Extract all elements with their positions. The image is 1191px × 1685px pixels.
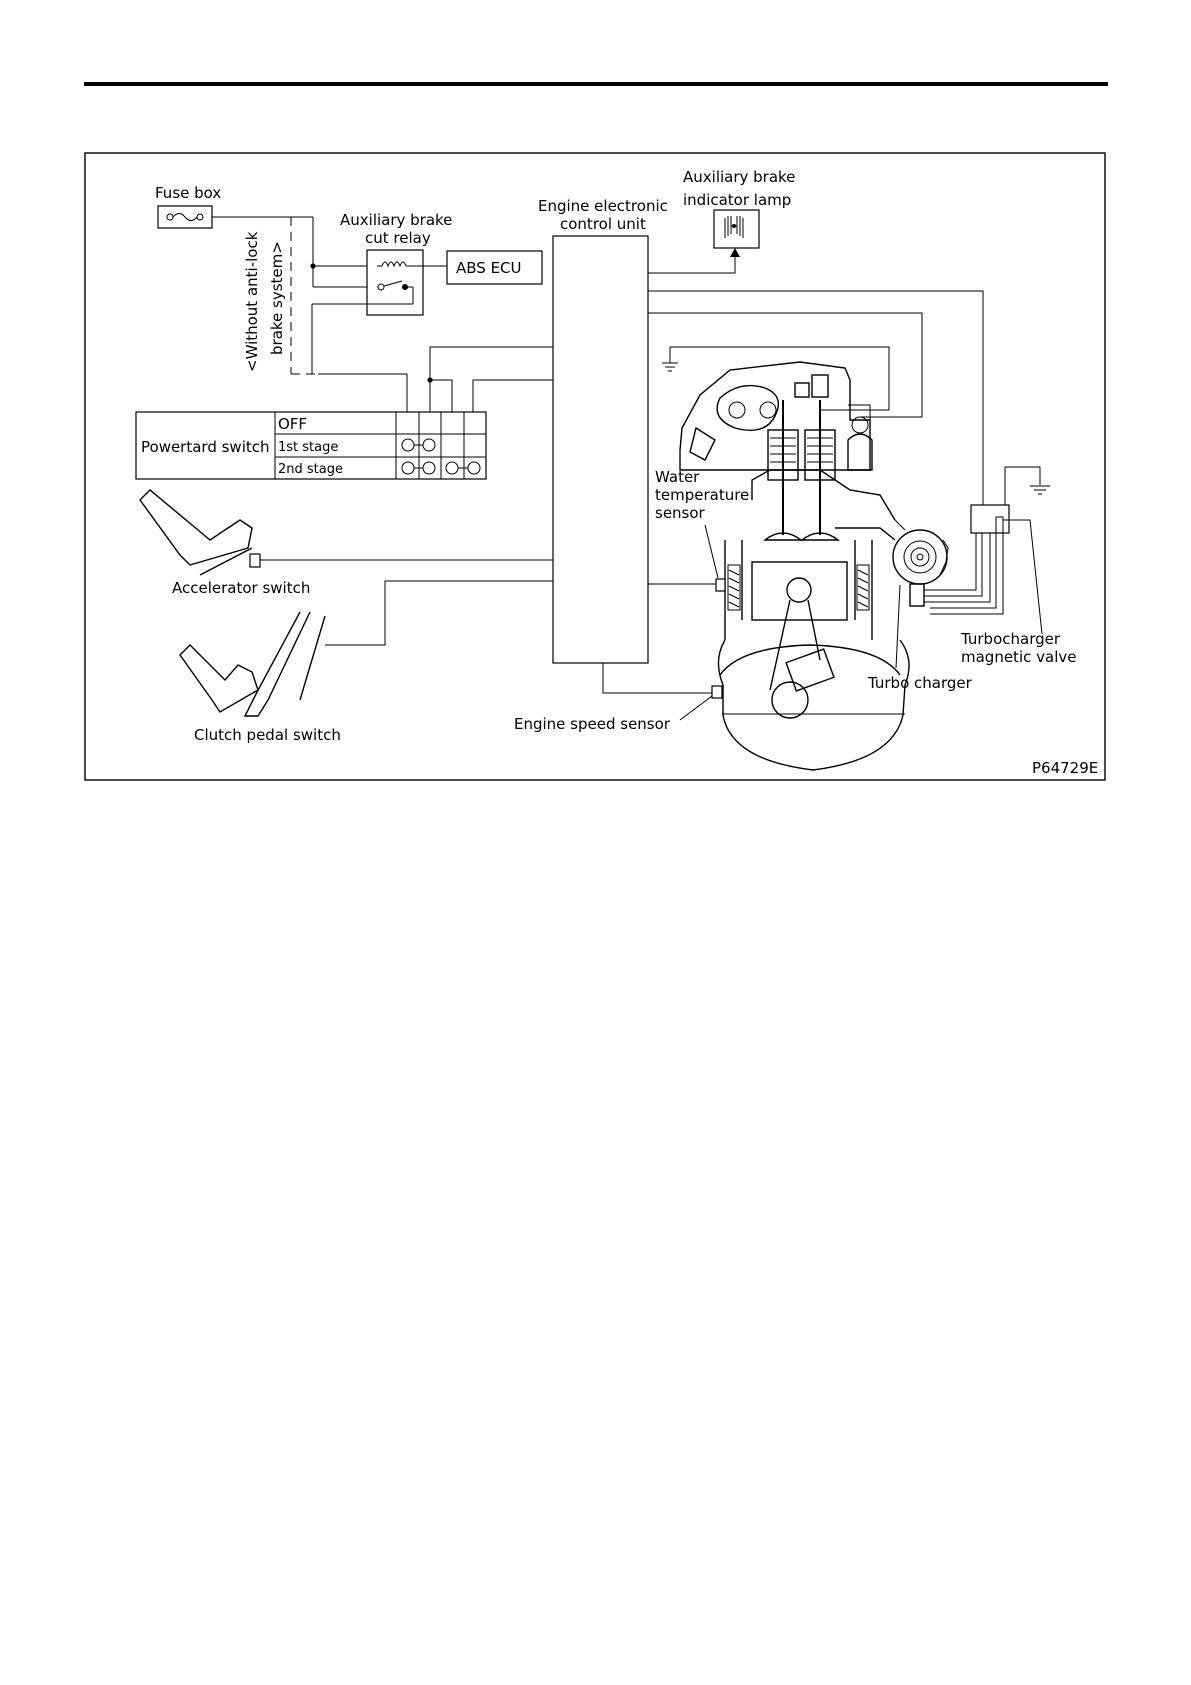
ecu-label-line2: control unit	[560, 215, 646, 233]
without-abs-note: <Without anti-lock brake system>	[243, 231, 286, 372]
abs-ecu-label: ABS ECU	[456, 259, 522, 277]
header-rule	[84, 82, 1108, 86]
turbocharger-magnetic-valve	[924, 466, 1050, 615]
powertard-switch: Powertard switch OFF 1st stage 2nd stage	[135, 411, 487, 480]
water-temp-label-line3: sensor	[655, 504, 706, 522]
diagram-frame	[84, 152, 1106, 781]
engine-ecu: Engine electronic control unit	[538, 197, 668, 664]
powertard-switch-label: Powertard switch	[141, 438, 270, 456]
abs-ecu: ABS ECU	[446, 250, 543, 285]
auxiliary-brake-cut-relay: Auxiliary brake cut relay	[311, 211, 452, 374]
accelerator-switch-label: Accelerator switch	[172, 579, 310, 597]
clutch-pedal	[179, 611, 326, 717]
clutch-pedal-switch-label: Clutch pedal switch	[194, 726, 341, 744]
turbo-charger	[892, 519, 949, 607]
auxiliary-brake-indicator-lamp: Auxiliary brake indicator lamp	[683, 168, 795, 249]
relay-label-line1: Auxiliary brake	[340, 211, 452, 229]
engine-cross-section	[679, 361, 910, 771]
water-temp-label-line1: Water	[655, 468, 700, 486]
powertard-row-1st: 1st stage	[278, 440, 338, 455]
accelerator-pedal	[139, 489, 261, 576]
ecu-label-line1: Engine electronic	[538, 197, 668, 215]
turbo-charger-label: Turbo charger	[867, 674, 973, 692]
water-temp-label-line2: temperature	[655, 486, 749, 504]
fuse-box-label: Fuse box	[155, 184, 221, 202]
figure-id: P64729E	[1032, 759, 1098, 777]
fuse-box: Fuse box	[155, 184, 221, 229]
without-abs-line1: <Without anti-lock	[243, 231, 261, 372]
lamp-label-line1: Auxiliary brake	[683, 168, 795, 186]
lamp-label-line2: indicator lamp	[683, 191, 791, 209]
magnetic-valve-label-line1: Turbocharger	[960, 630, 1061, 648]
powertard-row-off: OFF	[278, 415, 307, 433]
magnetic-valve-label-line2: magnetic valve	[961, 648, 1076, 666]
relay-label-line2: cut relay	[365, 229, 431, 247]
powertard-row-2nd: 2nd stage	[278, 462, 343, 477]
engine-speed-sensor-label: Engine speed sensor	[514, 715, 671, 733]
without-abs-line2: brake system>	[268, 241, 286, 355]
